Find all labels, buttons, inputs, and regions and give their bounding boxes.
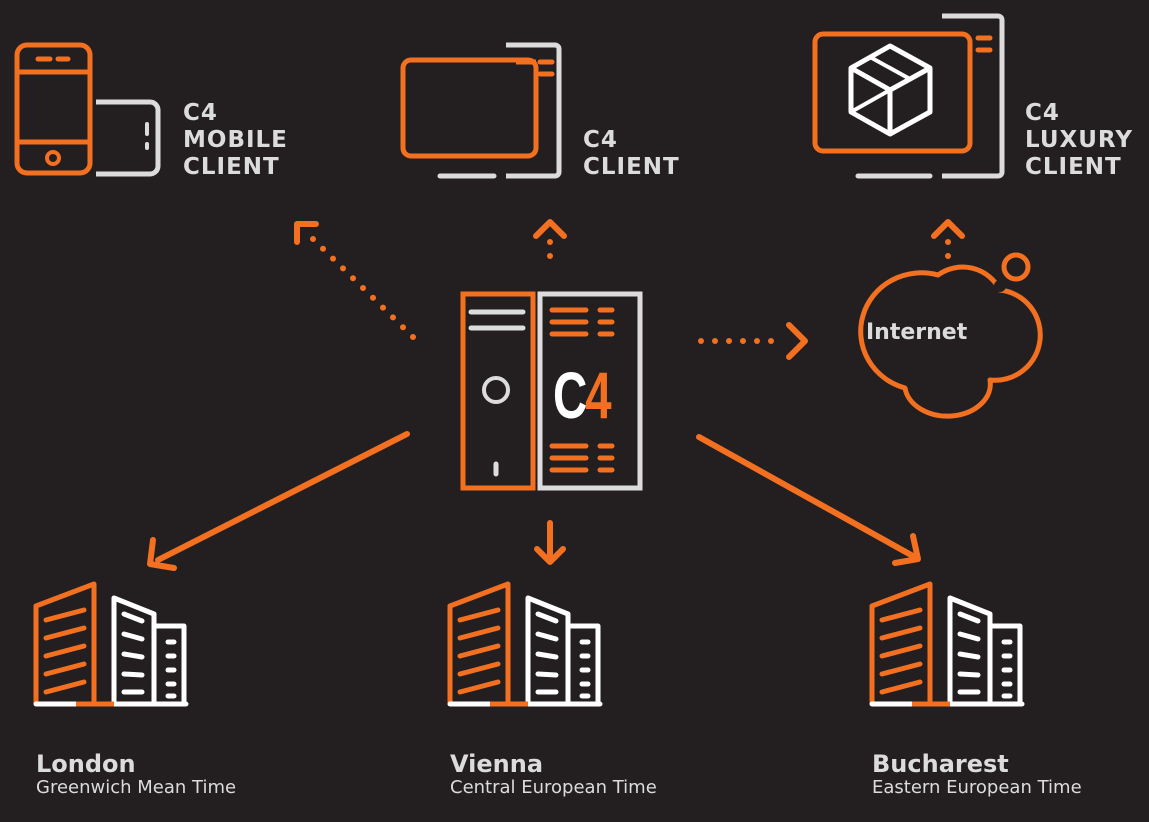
office-buildings-icon [36,584,186,704]
c4-logo-4: 4 [585,358,611,432]
desktop-client-line2: CLIENT [583,154,680,180]
city-timezone: Greenwich Mean Time [36,777,237,798]
luxury-monitor-cube-icon [812,13,1005,179]
mobile-client-line2: MOBILE [183,127,288,153]
c4-logo-c: C [553,358,587,432]
city-name: Vienna [450,750,544,778]
internet-label: Internet [866,320,968,345]
luxury-client-line3: CLIENT [1025,154,1122,180]
arrow-bucharest [696,434,921,566]
server-rack-icon [460,291,643,491]
city-timezone: Eastern European Time [872,777,1082,798]
city-name: London [36,750,136,778]
city-timezone: Central European Time [450,777,657,798]
location-bucharest: Bucharest Eastern European Time [872,750,1102,798]
luxury-client-line2: LUXURY [1025,127,1134,153]
arrow-london [147,431,410,571]
mobile-client-label: C4 MOBILE CLIENT [183,100,288,181]
luxury-client-line1: C4 [1025,100,1060,126]
c4-logo: C4 [553,362,612,428]
arrow-vienna [534,520,566,565]
office-buildings-icon [872,584,1022,704]
luxury-client-label: C4 LUXURY CLIENT [1025,100,1133,181]
city-name: Bucharest [872,750,1009,778]
dotted-arrow-mobile [294,221,416,340]
mobile-tablet-icon [14,42,161,177]
mobile-client-line3: CLIENT [183,154,280,180]
location-vienna: Vienna Central European Time [450,750,680,798]
location-london: London Greenwich Mean Time [36,750,266,798]
mobile-client-line1: C4 [183,100,218,126]
cloud-icon [858,252,1043,419]
desktop-client-label: C4 CLIENT [583,127,680,181]
dotted-arrow-internet [698,322,808,360]
desktop-monitor-icon [400,42,562,179]
dotted-arrow-luxury [931,219,965,259]
dotted-arrow-client [533,219,567,259]
office-buildings-icon [450,584,600,704]
desktop-client-line1: C4 [583,127,618,153]
